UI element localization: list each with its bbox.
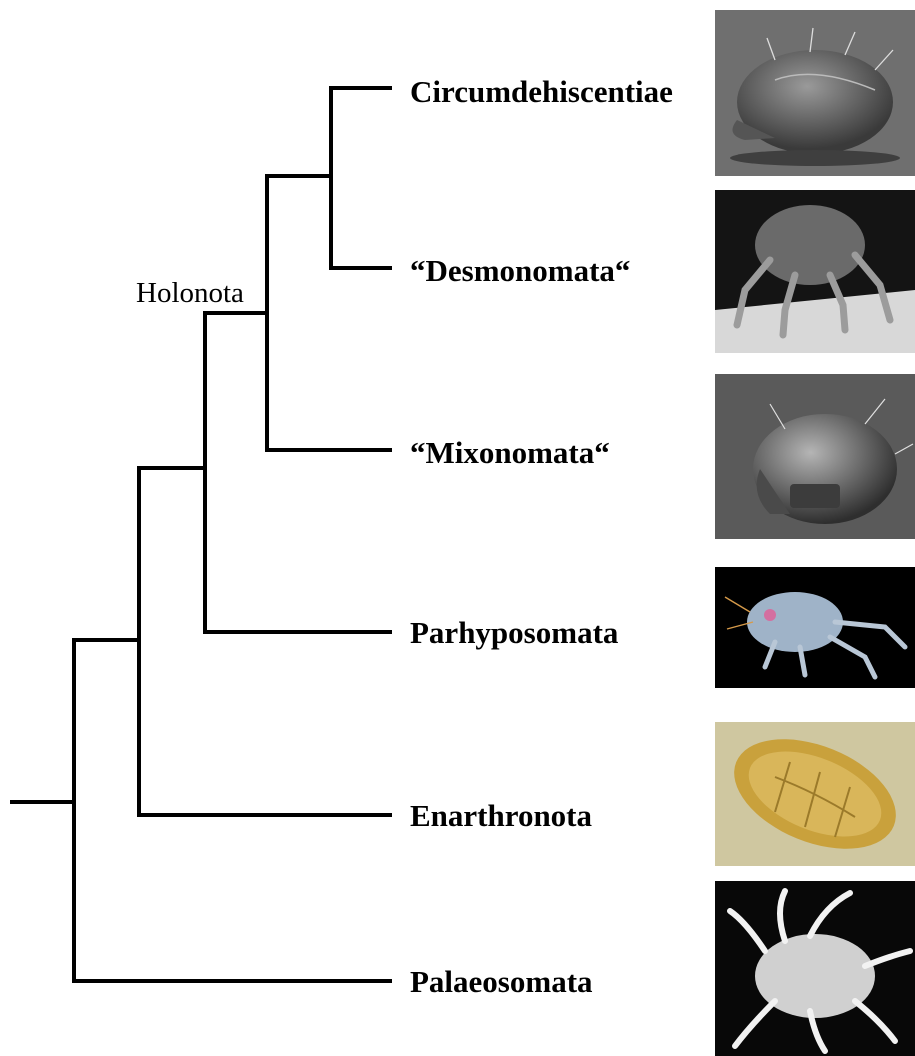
mite-image <box>715 10 915 176</box>
taxon-label: “Desmonomata“ <box>410 255 630 286</box>
taxon-label: Palaeosomata <box>410 966 593 997</box>
clade-label-holonota: Holonota <box>136 279 244 308</box>
taxon-label: “Mixonomata“ <box>410 437 610 468</box>
mite-image <box>715 881 915 1056</box>
mite-image <box>715 722 915 866</box>
taxon-label: Parhyposomata <box>410 617 618 648</box>
mite-image <box>715 374 915 539</box>
mite-image <box>715 567 915 688</box>
phylogenetic-tree <box>0 0 700 1056</box>
mite-image <box>715 190 915 353</box>
taxon-label: Circumdehiscentiae <box>410 76 673 107</box>
taxon-label: Enarthronota <box>410 800 592 831</box>
